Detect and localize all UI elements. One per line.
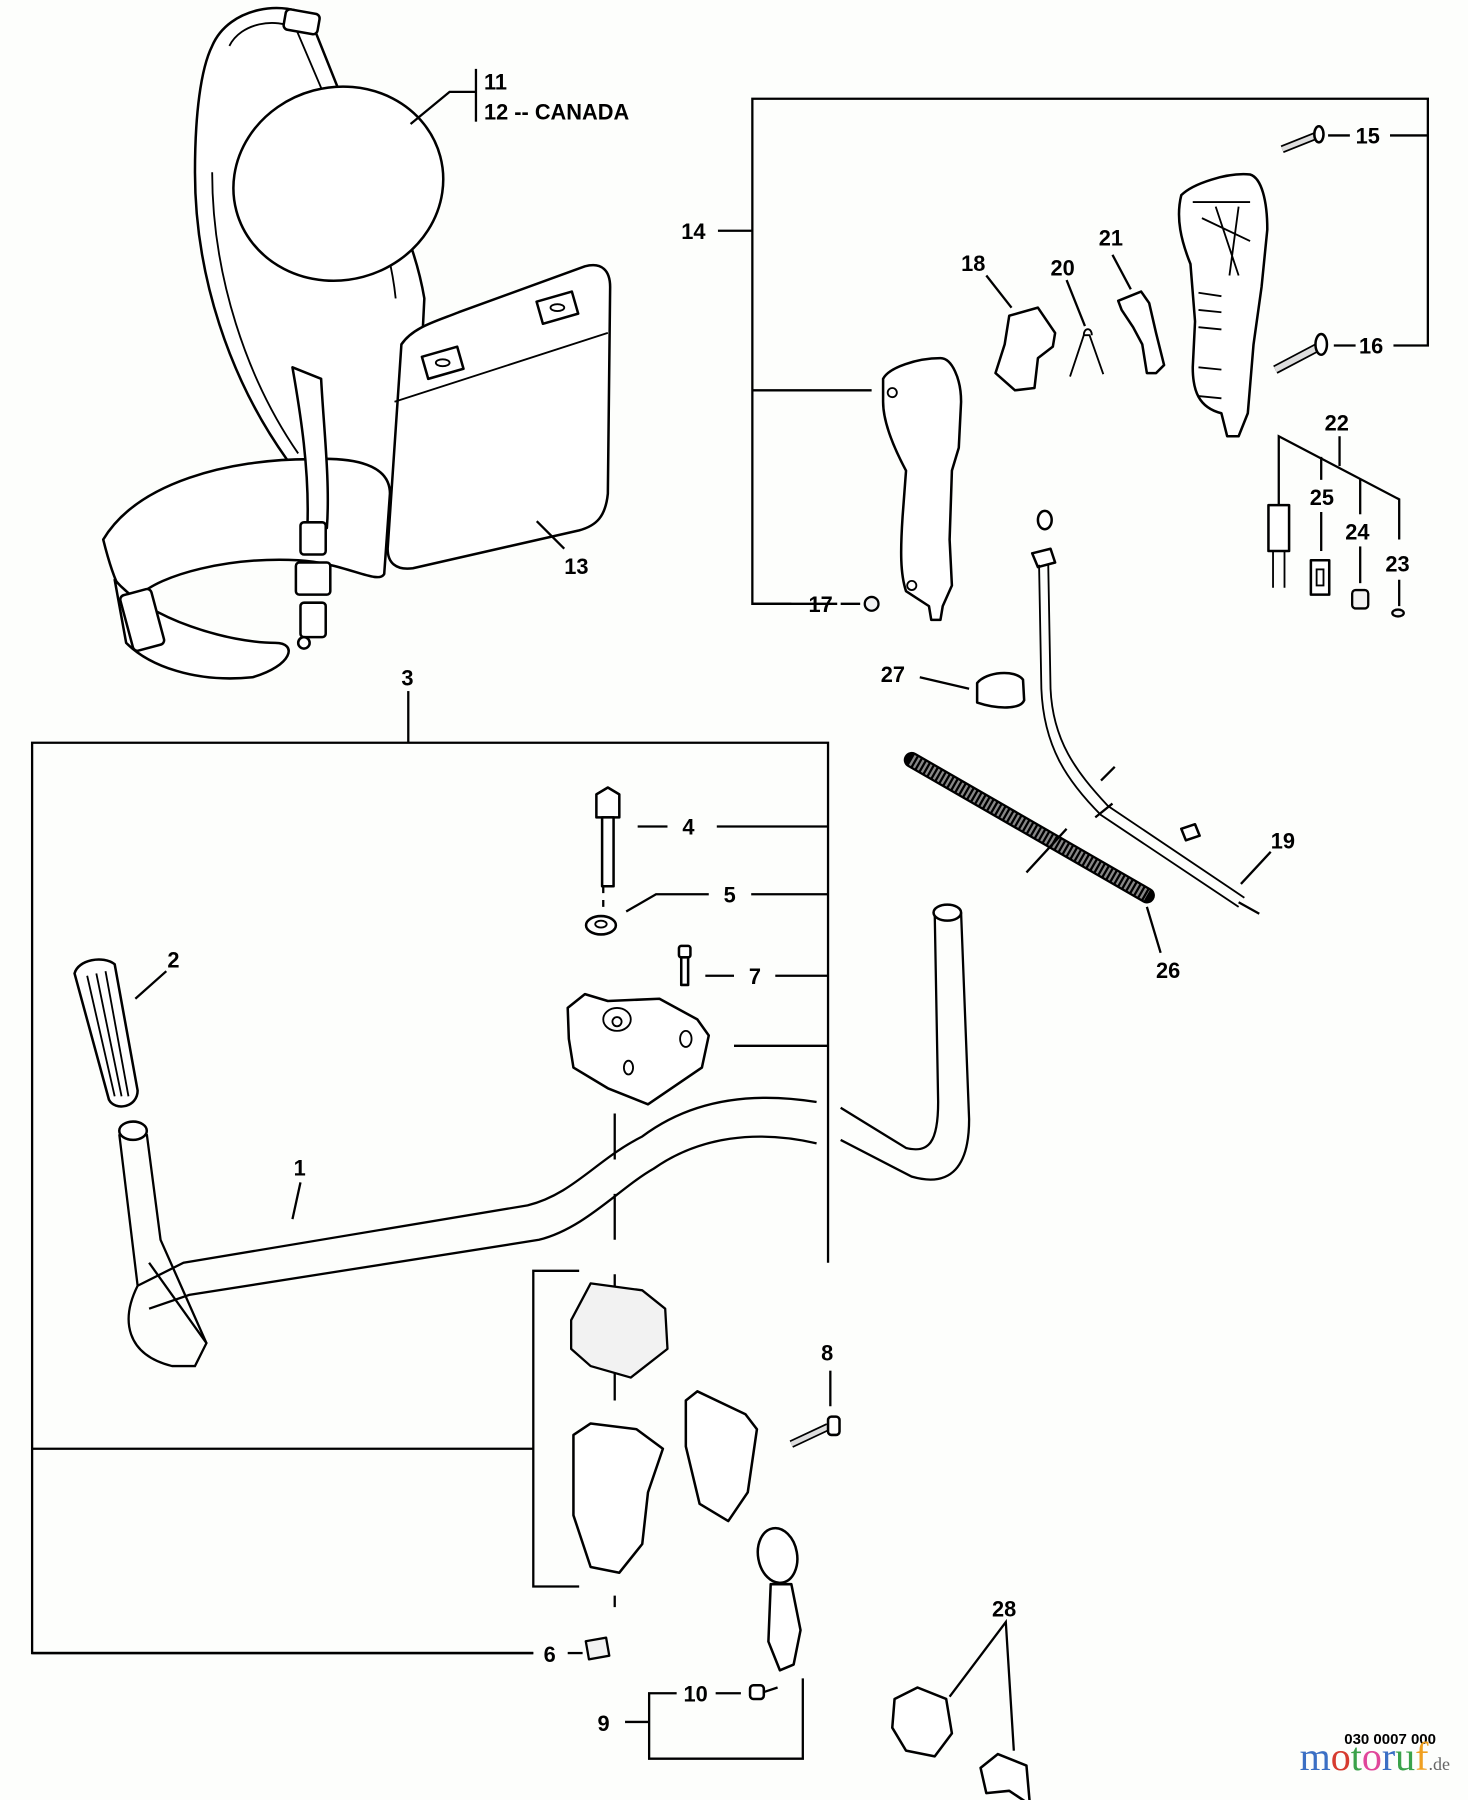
lockout-lever-18 bbox=[994, 306, 1057, 392]
label-3: 3 bbox=[401, 665, 413, 690]
watermark-logo: motoruf.de bbox=[1300, 1737, 1450, 1784]
switch-22 bbox=[1267, 503, 1291, 588]
label-7: 7 bbox=[749, 964, 761, 989]
throttle-trigger-21 bbox=[1116, 290, 1166, 375]
lower-clamp-upper-half bbox=[569, 1282, 669, 1379]
label-16: 16 bbox=[1359, 334, 1383, 359]
upper-bracket bbox=[566, 992, 711, 1106]
shoulder-strap-drawing bbox=[101, 6, 445, 680]
label-6: 6 bbox=[544, 1642, 556, 1667]
leader-2 bbox=[134, 970, 168, 1000]
protective-tube-26 bbox=[903, 751, 1155, 904]
drawing-number: 030 0007 000 bbox=[1344, 1731, 1436, 1748]
label-5: 5 bbox=[724, 882, 736, 907]
label-19: 19 bbox=[1271, 828, 1295, 853]
watermark-letter: m bbox=[1299, 1734, 1331, 1779]
leader-21 bbox=[1111, 254, 1132, 290]
screw-16 bbox=[1273, 332, 1329, 374]
spring-20 bbox=[1069, 328, 1105, 377]
nut-6 bbox=[584, 1636, 611, 1661]
label-9: 9 bbox=[598, 1711, 610, 1736]
watermark-letter: u bbox=[1395, 1734, 1416, 1779]
clamp-28a bbox=[891, 1686, 954, 1758]
bolt-4 bbox=[595, 786, 621, 888]
label-11: 11 bbox=[484, 70, 507, 95]
bracket-3 bbox=[30, 741, 830, 1655]
label-28: 28 bbox=[992, 1596, 1016, 1621]
leader-1 bbox=[291, 1182, 302, 1220]
label-15: 15 bbox=[1356, 123, 1380, 148]
label-23: 23 bbox=[1385, 552, 1409, 577]
screw-7 bbox=[677, 944, 692, 987]
label-17: 17 bbox=[809, 592, 833, 617]
label-26: 26 bbox=[1156, 958, 1180, 983]
label-27: 27 bbox=[881, 662, 905, 687]
label-10: 10 bbox=[684, 1681, 708, 1706]
leader-11-12 bbox=[409, 90, 476, 125]
throttle-cable-19 bbox=[1030, 509, 1260, 915]
cable-clip-27 bbox=[975, 671, 1026, 709]
leader-22 bbox=[1277, 434, 1401, 540]
label-12-canada: 12 -- CANADA bbox=[484, 99, 630, 124]
screw-15 bbox=[1280, 125, 1325, 153]
leader-27 bbox=[919, 676, 970, 690]
label-2: 2 bbox=[167, 948, 179, 973]
label-24: 24 bbox=[1345, 520, 1369, 545]
leader-18 bbox=[985, 274, 1013, 309]
label-1: 1 bbox=[294, 1156, 306, 1181]
side-clamp bbox=[684, 1390, 759, 1523]
leader-28 bbox=[948, 1618, 1015, 1751]
watermark-letter: t bbox=[1350, 1734, 1362, 1779]
bolt-10 bbox=[748, 1683, 778, 1701]
clamp-9 bbox=[756, 1526, 802, 1672]
knob-24 bbox=[1351, 588, 1370, 610]
watermark-letter: r bbox=[1381, 1734, 1396, 1779]
screw-8 bbox=[789, 1415, 841, 1448]
screw-23 bbox=[1391, 608, 1405, 618]
label-13: 13 bbox=[564, 554, 588, 579]
plate-25 bbox=[1309, 558, 1331, 596]
label-4: 4 bbox=[682, 815, 694, 840]
leader-20 bbox=[1065, 279, 1087, 327]
handle-half-left bbox=[881, 356, 963, 622]
bracket-clamp bbox=[532, 1269, 580, 1588]
bracket-15-16 bbox=[1390, 134, 1430, 347]
handlebar-tube-1 bbox=[118, 903, 971, 1368]
watermark-letter: f bbox=[1415, 1734, 1429, 1779]
lower-clamp-lower-half bbox=[572, 1422, 665, 1574]
leader-19 bbox=[1240, 851, 1272, 885]
label-22: 22 bbox=[1325, 410, 1349, 435]
label-14: 14 bbox=[681, 219, 705, 244]
leader-26 bbox=[1145, 906, 1162, 954]
watermark-letter: o bbox=[1330, 1734, 1351, 1779]
grip-2 bbox=[73, 958, 139, 1108]
leader-5 bbox=[625, 893, 709, 913]
bracket-9 bbox=[647, 1678, 804, 1760]
washer-5 bbox=[584, 914, 618, 936]
label-21: 21 bbox=[1099, 226, 1123, 251]
watermark-letter: o bbox=[1361, 1734, 1382, 1779]
watermark-domain: .de bbox=[1428, 1754, 1451, 1774]
label-20: 20 bbox=[1051, 256, 1075, 281]
leader-13 bbox=[535, 520, 566, 550]
label-25: 25 bbox=[1310, 485, 1334, 510]
hip-pad-drawing bbox=[386, 263, 612, 570]
handle-half-right bbox=[1177, 172, 1269, 438]
clamp-28b bbox=[979, 1752, 1031, 1800]
nut-17 bbox=[863, 595, 880, 612]
label-8: 8 bbox=[821, 1340, 833, 1365]
label-18: 18 bbox=[961, 251, 985, 276]
